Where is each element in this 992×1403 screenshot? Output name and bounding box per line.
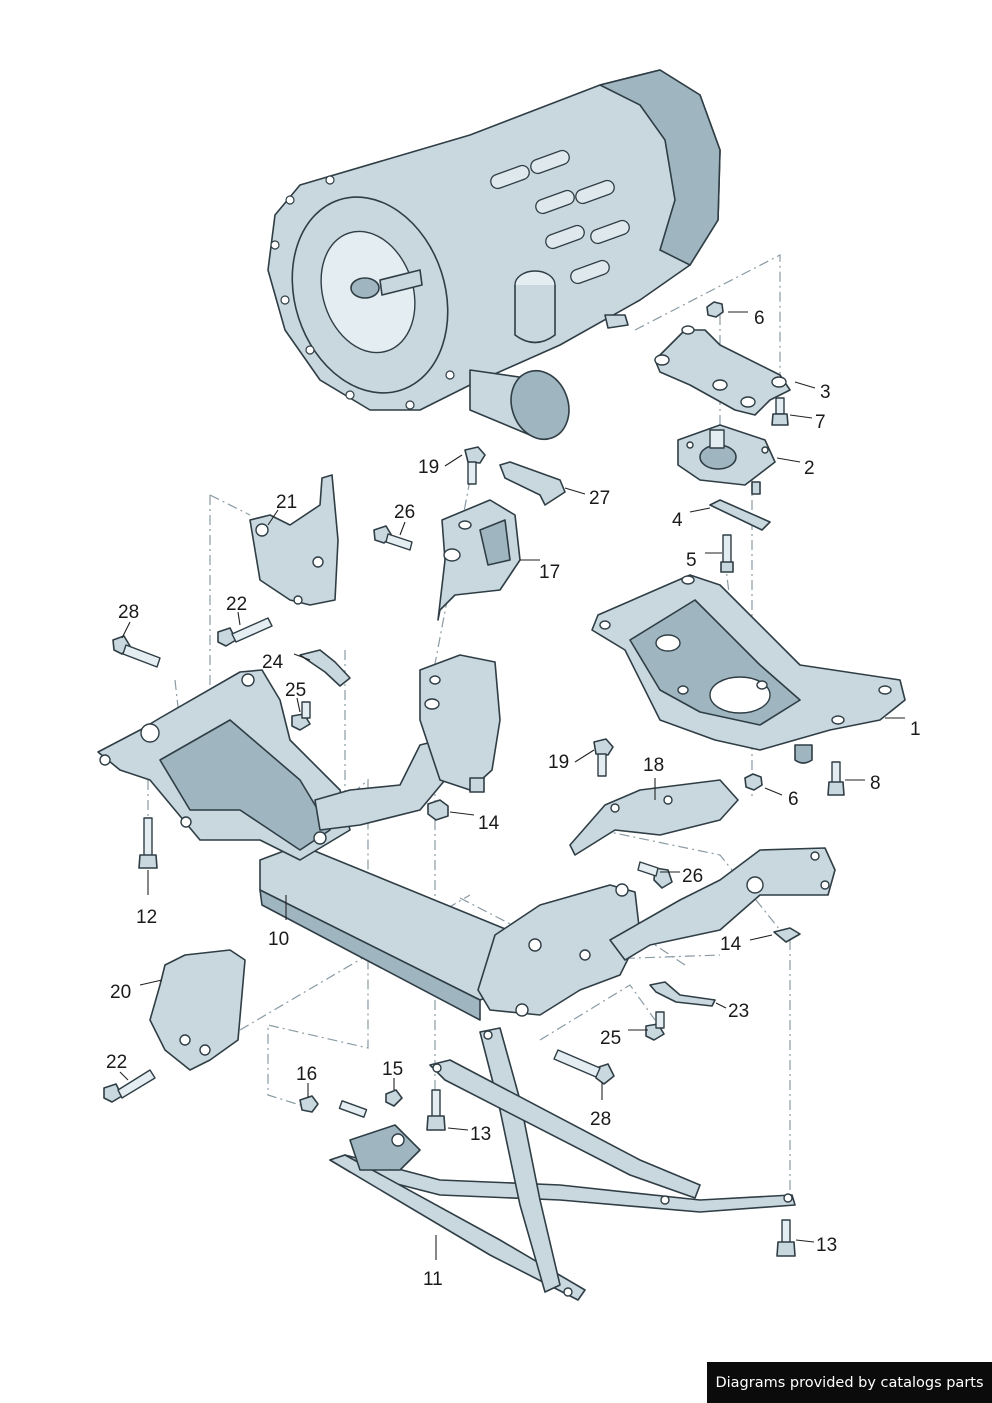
part-1-transmission-carrier: [591, 574, 906, 764]
part-10-subframe: [97, 654, 836, 1021]
part-21-bracket: [249, 474, 339, 606]
callout-13: 13: [470, 1124, 491, 1145]
callout-27: 27: [589, 488, 610, 509]
callout-26: 26: [682, 866, 703, 887]
callout-28: 28: [590, 1109, 611, 1130]
attribution-text: Diagrams provided by catalogs parts: [715, 1374, 984, 1391]
callout-10: 10: [268, 929, 289, 950]
callout-25: 25: [600, 1028, 621, 1049]
callout-16: 16: [296, 1064, 317, 1085]
part-4-plate: [709, 499, 771, 531]
callout-26: 26: [394, 502, 415, 523]
callout-6: 6: [788, 789, 799, 810]
callout-12: 12: [136, 907, 157, 928]
callout-7: 7: [815, 412, 826, 433]
callout-2: 2: [804, 458, 815, 479]
leader-lines: [119, 311, 905, 1260]
callout-15: 15: [382, 1059, 403, 1080]
callout-22: 22: [226, 594, 247, 615]
attribution-banner: Diagrams provided by catalogs parts: [707, 1362, 992, 1403]
callout-4: 4: [672, 510, 683, 531]
callout-17: 17: [539, 562, 560, 583]
callout-23: 23: [728, 1001, 749, 1022]
callout-14: 14: [478, 813, 500, 834]
part-24-clip: [299, 649, 351, 687]
callout-5: 5: [686, 550, 697, 571]
fasteners: [103, 301, 845, 1257]
part-2-transmission-mount: [677, 424, 776, 495]
part-3-mount-bracket: [654, 325, 791, 416]
callout-3: 3: [820, 382, 831, 403]
callout-14: 14: [720, 934, 742, 955]
callout-13: 13: [816, 1235, 837, 1256]
part-18-heat-shield: [569, 779, 739, 856]
callout-20: 20: [110, 982, 131, 1003]
callout-labels: 1 2 3 4 5 6 6 7 8 10 11 12 13 13 14 14 1…: [106, 308, 921, 1290]
part-20-bracket: [149, 949, 246, 1071]
part-11-cross-strut: [329, 1027, 796, 1301]
callout-22: 22: [106, 1052, 127, 1073]
part-27-bracket: [499, 461, 566, 506]
callout-18: 18: [643, 755, 664, 776]
part-23-clip: [649, 981, 716, 1007]
callout-25: 25: [285, 680, 306, 701]
callout-21: 21: [276, 492, 297, 513]
callout-28: 28: [118, 602, 139, 623]
callout-1: 1: [910, 719, 921, 740]
transmission: [267, 69, 721, 441]
callout-24: 24: [262, 652, 284, 673]
callout-6: 6: [754, 308, 765, 329]
callout-11: 11: [423, 1269, 443, 1290]
callout-19: 19: [548, 752, 569, 773]
callout-19: 19: [418, 457, 439, 478]
part-17-bracket: [437, 499, 521, 621]
callout-8: 8: [870, 773, 881, 794]
